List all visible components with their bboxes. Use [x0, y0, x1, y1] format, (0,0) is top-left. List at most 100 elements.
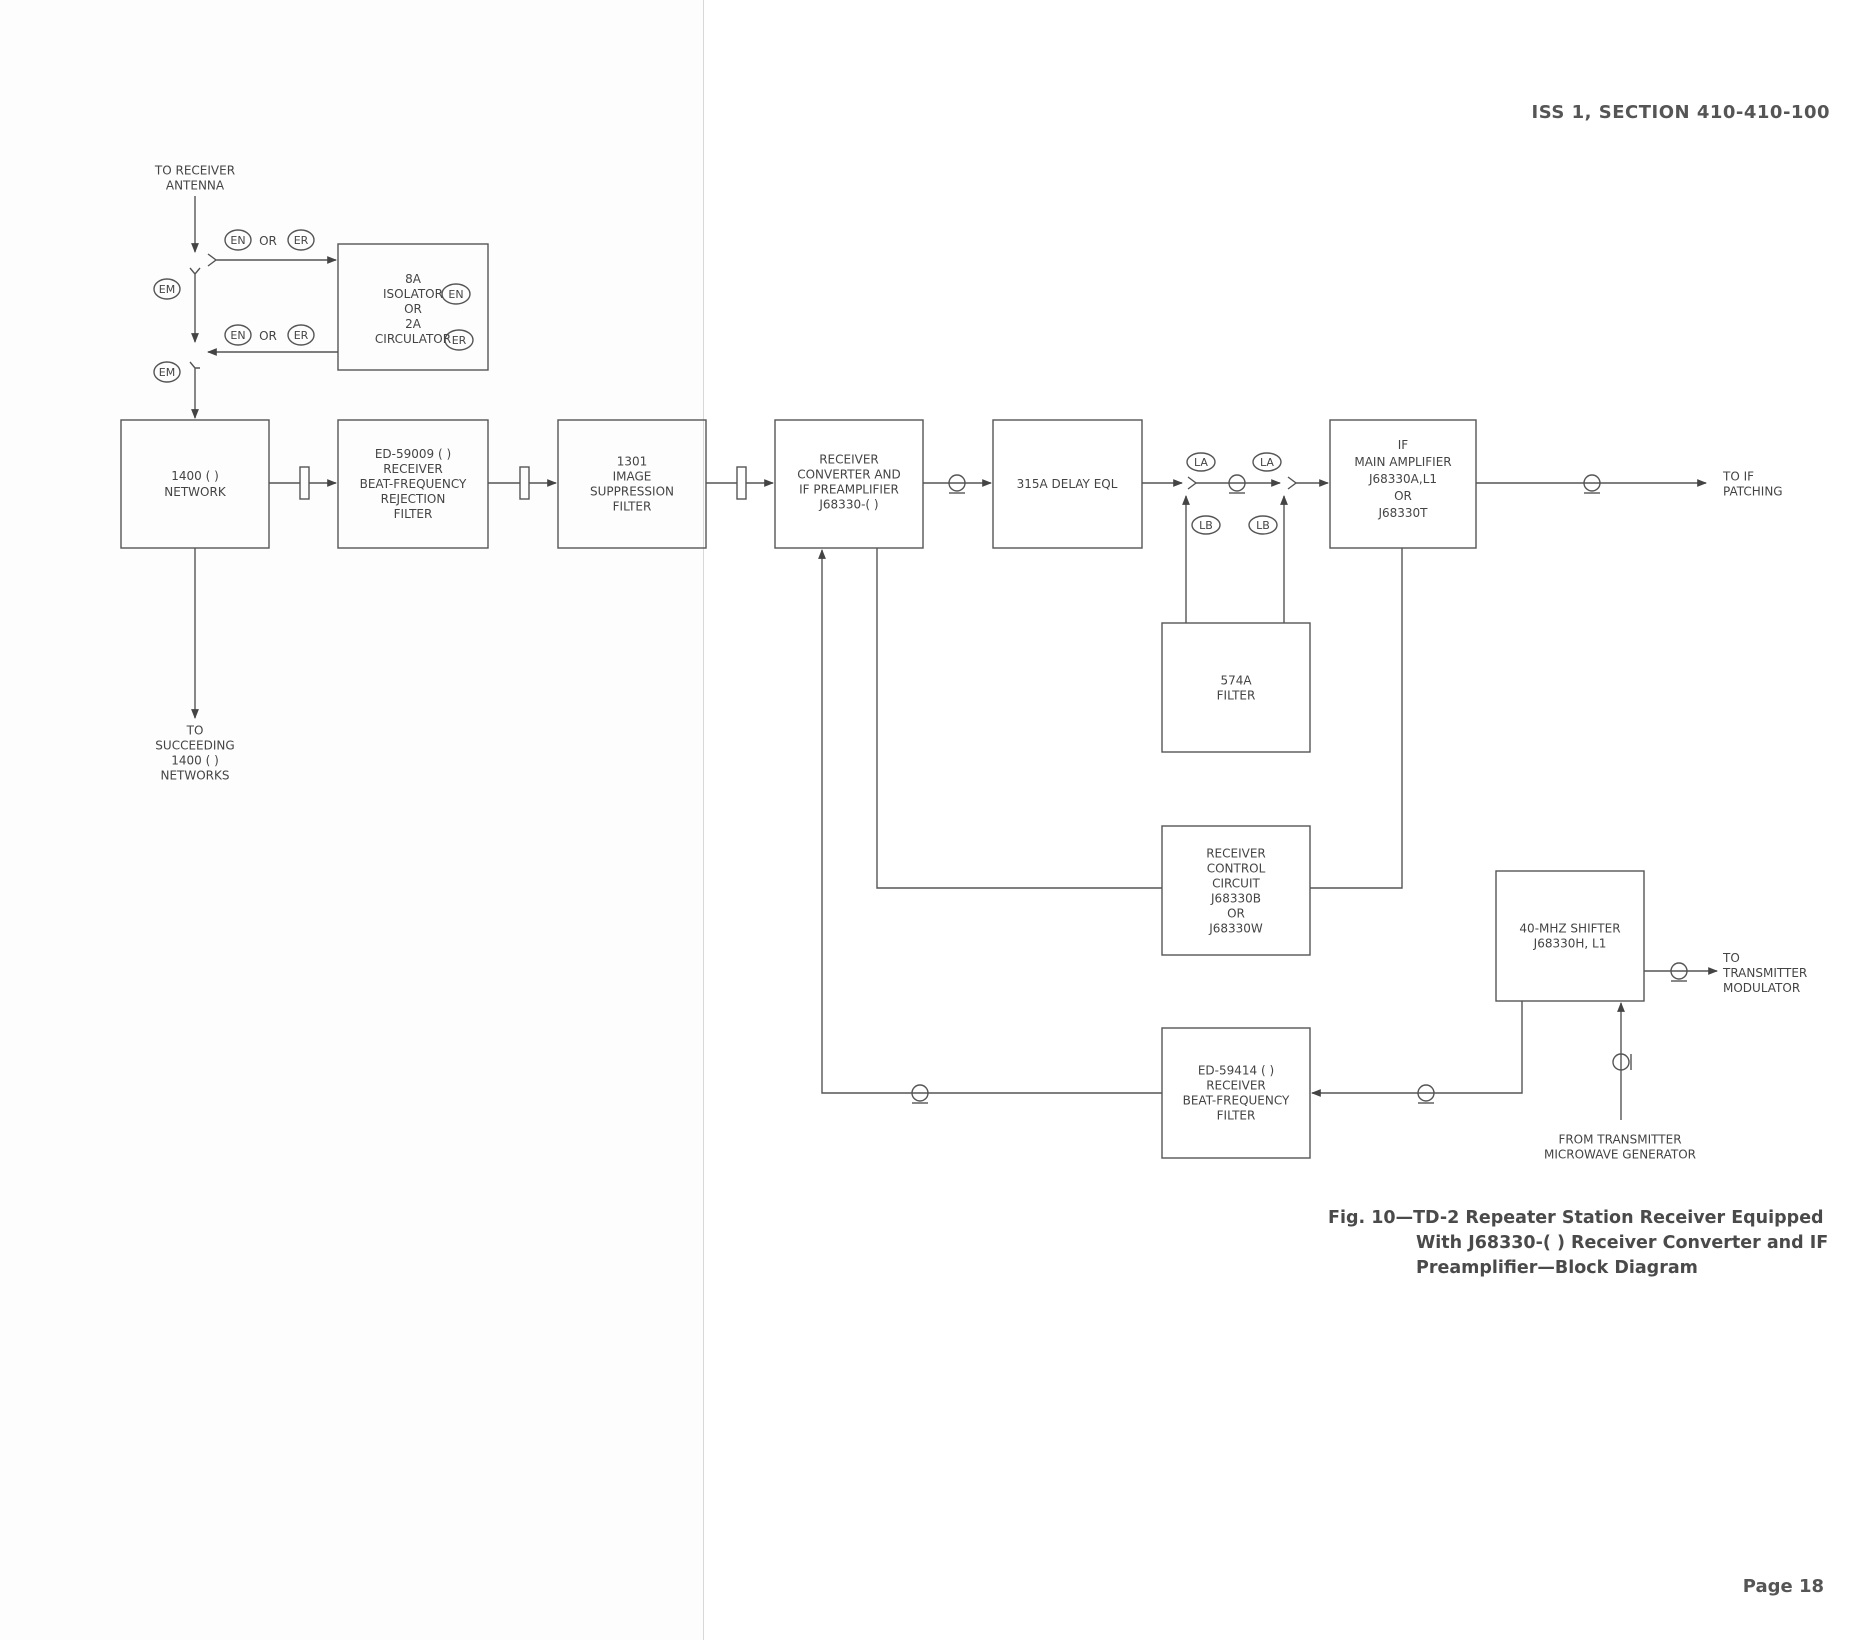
isolator-block-text-line-4: 2A [405, 317, 422, 331]
or-label: OR [259, 234, 277, 248]
coax-connector-2 [1228, 474, 1246, 492]
tag-oval [444, 329, 474, 351]
tag-er: ER [294, 329, 309, 342]
image-filter-block-text-line-2: IMAGE [613, 470, 652, 484]
control-circuit-block [1161, 825, 1311, 956]
from-transmitter-label-line-1: FROM TRANSMITTER [1558, 1133, 1681, 1147]
network-block-text-line-1: 1400 ( ) [171, 469, 219, 483]
filter-574a-block-text-line-2: FILTER [1217, 689, 1256, 703]
control-link-main-amp [1310, 548, 1403, 889]
tag-en: EN [230, 329, 245, 342]
page-number: Page 18 [1742, 1576, 1824, 1597]
to-succeeding-label-line-1: TO [186, 724, 204, 738]
bf-filter-block-text-line-3: BEAT-FREQUENCY [1183, 1094, 1290, 1108]
control-circuit-block-text-line-1: RECEIVER [1206, 847, 1266, 861]
image-filter-block-text-line-3: SUPPRESSION [590, 485, 674, 499]
rejection-filter-block-text-line-2: RECEIVER [383, 462, 443, 476]
tag-oval [1186, 452, 1216, 472]
tag-oval [287, 229, 315, 251]
bf-filter-block-text-line-1: ED-59414 ( ) [1198, 1064, 1274, 1078]
tag-oval [287, 324, 315, 346]
tag-er: ER [294, 234, 309, 247]
tag-oval [1252, 452, 1282, 472]
control-circuit-block-text-line-3: CIRCUIT [1212, 877, 1260, 891]
to-succeeding-label-line-3: 1400 ( ) [171, 754, 219, 768]
section-header: ISS 1, SECTION 410-410-100 [1531, 102, 1830, 123]
to-if-patching-label-line-1: TO IF [1722, 470, 1754, 484]
coax-connector-1 [948, 474, 966, 492]
delay-eql-block-text-line-1: 315A DELAY EQL [1017, 477, 1118, 491]
coax-connector-5 [1612, 1053, 1630, 1071]
coax-connector-7 [911, 1084, 929, 1102]
caption-line-3: Preamplifier—Block Diagram [1416, 1258, 1698, 1278]
tag-lb: LB [1256, 519, 1270, 532]
to-transmitter-label-line-1: TO [1722, 951, 1740, 965]
flange-to-isolator [207, 254, 336, 266]
rejection-filter-block-text-line-1: ED-59009 ( ) [375, 447, 451, 461]
rejection-filter-block-text-line-4: REJECTION [381, 492, 446, 506]
delay-eql-block [992, 419, 1143, 549]
main-amp-block-text-line-4: OR [1394, 489, 1412, 503]
coax-connector-6 [1417, 1084, 1435, 1102]
isolator-block-text-line-1: 8A [405, 272, 422, 286]
rejection-filter-block-text-line-5: FILTER [394, 507, 433, 521]
filter-element-2 [519, 466, 530, 500]
filter-element-3 [736, 466, 747, 500]
shifter-block-text-line-1: 40-MHZ SHIFTER [1519, 922, 1620, 936]
left-page [0, 0, 704, 1640]
bf-filter-block-text-line-2: RECEIVER [1206, 1079, 1266, 1093]
tag-em: EM [159, 283, 175, 296]
control-circuit-block-text-line-5: OR [1227, 907, 1245, 921]
converter-block-text-line-4: J68330-( ) [818, 498, 878, 512]
isolator-block-text-line-5: CIRCULATOR [375, 332, 451, 346]
control-circuit-block-text-line-2: CONTROL [1207, 862, 1266, 876]
main-amp-block-text-line-3: J68330A,L1 [1368, 472, 1437, 486]
figure-caption: Fig. 10—TD-2 Repeater Station Receiver E… [1328, 1206, 1828, 1281]
tag-oval [224, 229, 252, 251]
coax-connector-3 [1583, 474, 1601, 492]
isolator-block-text-line-3: OR [404, 302, 422, 316]
tag-en: EN [448, 288, 463, 301]
tag-em: EM [159, 366, 175, 379]
converter-block [774, 419, 924, 549]
to-antenna-label-line-1: TO RECEIVER [154, 164, 235, 178]
converter-block-text-line-3: IF PREAMPLIFIER [799, 483, 899, 497]
converter-block-text-line-2: CONVERTER AND [797, 468, 901, 482]
tag-oval [153, 361, 181, 383]
bf-filter-block-text-line-4: FILTER [1217, 1109, 1256, 1123]
filter-574a-block-text-line-1: 574A [1220, 674, 1252, 688]
filter-574a-block [1161, 622, 1311, 753]
link-bf-filter-converter [818, 549, 1162, 1094]
tag-oval [1248, 515, 1278, 535]
tag-oval [153, 278, 181, 300]
image-filter-block [557, 419, 707, 549]
isolator-block-text-line-2: ISOLATOR [383, 287, 443, 301]
shifter-block-text-line-2: J68330H, L1 [1533, 937, 1607, 951]
control-circuit-block-text-line-6: J68330W [1208, 922, 1263, 936]
to-succeeding-label-line-4: NETWORKS [160, 769, 229, 783]
tag-lb: LB [1199, 519, 1213, 532]
image-filter-block-text-line-1: 1301 [617, 455, 648, 469]
image-filter-block-text-line-4: FILTER [613, 500, 652, 514]
ch1-filter-element [299, 466, 310, 500]
link-shifter-bf-filter [1311, 1001, 1523, 1097]
main-amp-block [1329, 419, 1477, 549]
network-block-text-line-2: NETWORK [164, 485, 227, 499]
coax-connector-4 [1670, 962, 1688, 980]
tag-la: LA [1260, 456, 1274, 469]
tag-oval [224, 324, 252, 346]
to-transmitter-label-line-3: MODULATOR [1723, 981, 1800, 995]
control-circuit-block-text-line-4: J68330B [1210, 892, 1261, 906]
tag-oval [1191, 515, 1221, 535]
from-transmitter-label-line-2: MICROWAVE GENERATOR [1544, 1148, 1696, 1162]
tag-la: LA [1194, 456, 1208, 469]
to-antenna-label-line-2: ANTENNA [166, 179, 225, 193]
main-amp-block-text-line-2: MAIN AMPLIFIER [1354, 455, 1451, 469]
caption-line-1: Fig. 10—TD-2 Repeater Station Receiver E… [1328, 1208, 1824, 1228]
ferrule-em-2 [190, 361, 200, 418]
tag-er: ER [452, 334, 467, 347]
la-flange-1 [1187, 476, 1198, 490]
shifter-block [1495, 870, 1645, 1002]
to-succeeding-label-line-2: SUCCEEDING [155, 739, 234, 753]
